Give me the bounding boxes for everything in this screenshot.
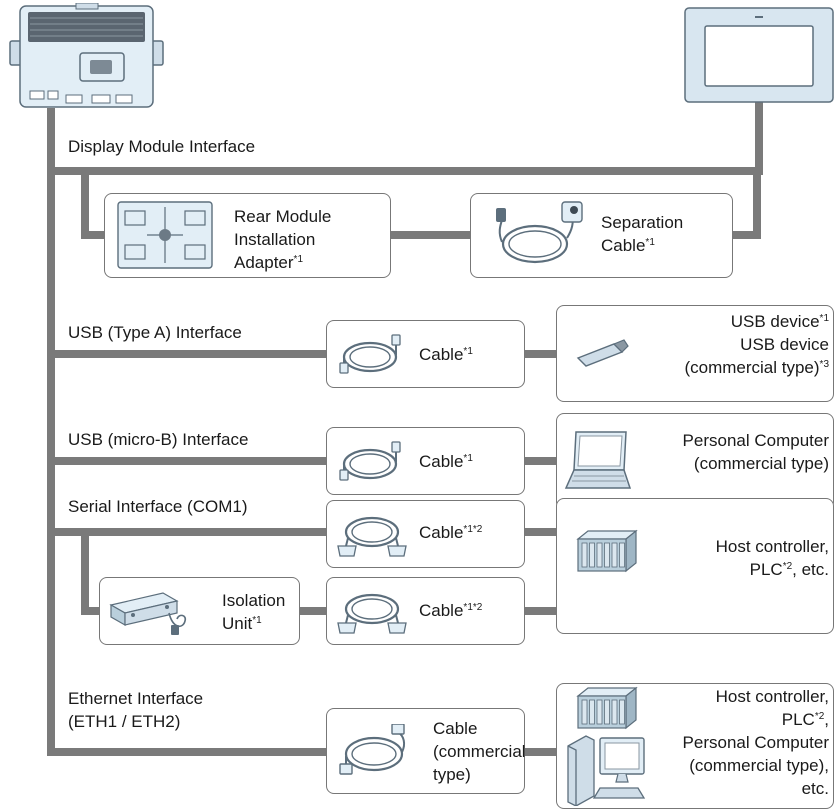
plc-icon: [576, 529, 638, 573]
usb-device-label-2: USB device: [740, 335, 829, 354]
isolation-unit-label-2: Unit*1: [222, 614, 262, 633]
usb-micro-cable-label: Cable*1: [419, 452, 473, 471]
serial-cable-icon: [337, 516, 407, 557]
isolation-cable-box: [326, 577, 525, 645]
ethernet-cable-label-3: type): [433, 765, 471, 784]
usb-a-cable-icon: [339, 334, 401, 374]
adapter-link: [81, 167, 109, 239]
personal-computer-label-2: (commercial type): [693, 454, 829, 473]
usb-micro-interface-label: USB (micro-B) Interface: [68, 430, 249, 449]
usb-a-cable-box: [326, 320, 525, 388]
serial-cable-label: Cable*1*2: [419, 523, 483, 542]
isolation-unit-icon: [109, 592, 187, 635]
usb-device-label-3: (commercial type)*3: [684, 358, 829, 377]
serial-cable-box: [326, 500, 525, 568]
lan-cable-icon: [339, 724, 406, 775]
display-module-icon: [684, 7, 834, 103]
ethernet-interface-label-2: (ETH1 / ETH2): [68, 712, 181, 731]
isolation-cable-icon: [337, 593, 407, 634]
host-ethernet-label-5: etc.: [801, 779, 829, 798]
isolation-branch: [81, 528, 103, 615]
usb-a-interface-label: USB (Type A) Interface: [68, 323, 242, 342]
isolation-cable-label: Cable*1*2: [419, 601, 483, 620]
ethernet-cable-label-1: Cable: [433, 719, 478, 738]
usb-micro-cable-box: [326, 427, 525, 495]
separation-cable-label-1: Separation: [601, 213, 684, 232]
serial-interface-label: Serial Interface (COM1): [68, 497, 248, 516]
separation-cable-box: [470, 193, 733, 278]
separation-cable-label-2: Cable*1: [601, 236, 655, 255]
usb-stick-icon: [576, 339, 629, 367]
usb-micro-cable-icon: [339, 441, 401, 481]
usb-a-cable-label: Cable*1: [419, 345, 473, 364]
host-ethernet-label-3: Personal Computer: [682, 733, 829, 752]
isolation-unit-label-1: Isolation: [222, 591, 286, 610]
plc-icon: [576, 686, 638, 730]
host-ethernet-label-4: (commercial type),: [689, 756, 829, 775]
host-serial-label-2: PLC*2, etc.: [749, 560, 829, 579]
host-ethernet-label-1: Host controller,: [715, 687, 829, 706]
personal-computer-label-1: Personal Computer: [682, 431, 829, 450]
ethernet-cable-box: [326, 708, 525, 794]
rear-adapter-label-3: Adapter*1: [234, 253, 303, 272]
display-interface-label: Display Module Interface: [68, 137, 256, 156]
laptop-icon: [564, 431, 632, 489]
host-ethernet-label-2: PLC*2,: [781, 710, 829, 729]
usb-device-label-1: USB device*1: [730, 312, 829, 331]
rear-module-icon: [9, 3, 164, 108]
separation-display-link: [729, 167, 761, 239]
host-serial-box: [556, 498, 834, 634]
ethernet-cable-label-2: (commercial: [433, 742, 526, 761]
rear-adapter-label-1: Rear Module: [234, 207, 332, 226]
host-serial-label-1: Host controller,: [715, 537, 829, 556]
ethernet-interface-label-1: Ethernet Interface: [68, 689, 204, 708]
desktop-computer-icon: [567, 735, 646, 806]
rear-adapter-label-2: Installation: [234, 230, 316, 249]
separation-cable-icon: [496, 201, 583, 264]
installation-adapter-icon: [117, 201, 213, 269]
